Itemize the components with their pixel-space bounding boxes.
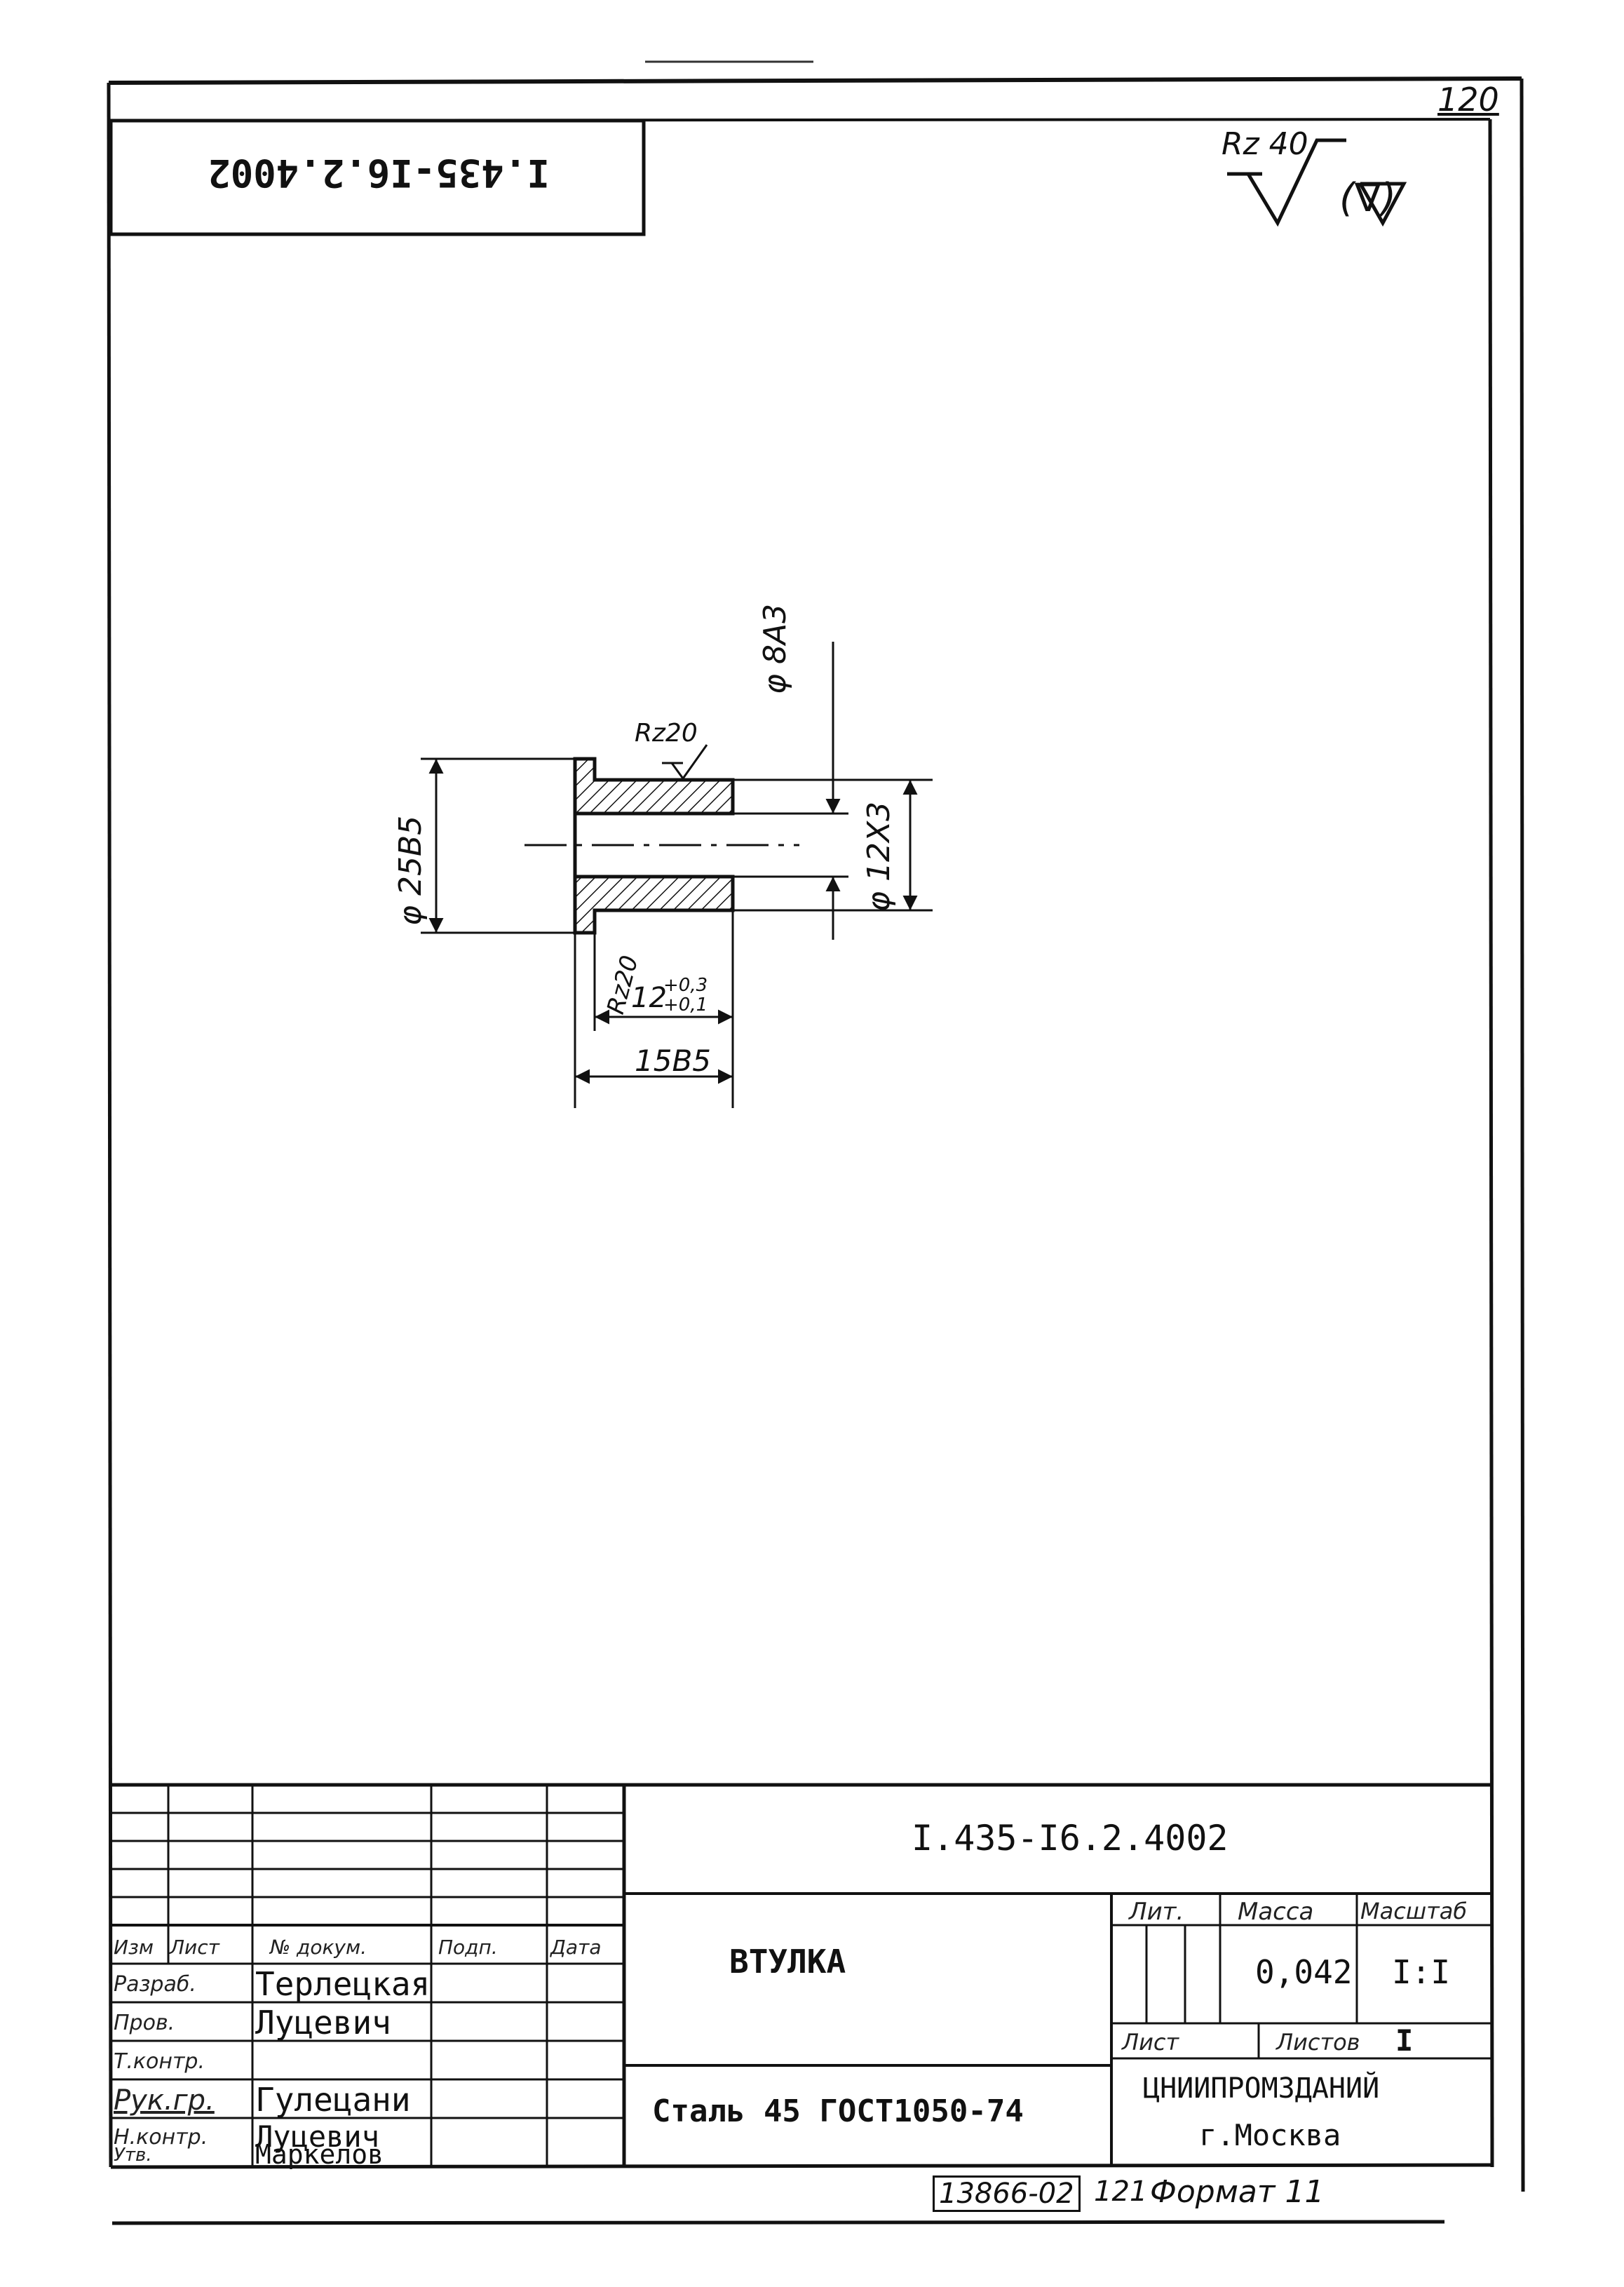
title-doc-code: I.435-I6.2.4002 [912, 1818, 1229, 1858]
name-0: Терлецкая [255, 1965, 431, 2003]
lower-wall-hatch [573, 875, 735, 935]
len-total-label: 15B5 [635, 1044, 711, 1078]
tol-lower-label: +0,1 [663, 994, 708, 1016]
mass-value: 0,042 [1255, 1953, 1353, 1991]
rotated-doc-code: I.435-I6.2.4002 [208, 151, 550, 195]
roughness-other-label: (∇) [1339, 175, 1397, 221]
roughness-other-icon [1358, 182, 1407, 227]
roughness-symbol-icon [1227, 138, 1346, 227]
hdr-sign: Подп. [438, 1936, 498, 1959]
role-2: Т.контр. [114, 2049, 205, 2074]
dim-flange-label: φ 25B5 [393, 815, 428, 926]
hdr-doc-no: № докум. [270, 1936, 367, 1959]
name-4: Луцевич [255, 2119, 380, 2154]
sheets-label: Листов [1276, 2029, 1360, 2056]
inner-frame [110, 118, 1494, 2168]
title-block-grid [111, 1783, 1492, 2167]
page-number: 120 [1437, 81, 1499, 119]
bottom-rule [111, 2220, 1445, 2225]
upper-wall-hatch [573, 757, 735, 816]
dim-len-total [574, 933, 733, 1108]
outer-frame [107, 76, 1525, 2192]
len-small-label: 12 [631, 982, 667, 1014]
rotated-code-box [109, 119, 646, 236]
hdr-izm: Изм [114, 1936, 154, 1959]
footer-inventory: 13866-02 [933, 2175, 1081, 2212]
role-1: Пров. [114, 2011, 175, 2035]
hdr-date: Дата [550, 1936, 602, 1959]
mass-label: Масса [1238, 1898, 1314, 1926]
role-5: Утв. [114, 2145, 152, 2166]
name-5: Маркелов [255, 2139, 384, 2170]
name-1: Луцевич [255, 2004, 391, 2042]
hdr-list: Лист [170, 1936, 219, 1959]
footer-seq: 121 [1094, 2175, 1148, 2208]
dim-outer [733, 778, 933, 912]
roughness-general-label: Rz 40 [1222, 126, 1308, 162]
part-section [525, 757, 799, 935]
dim-bore [733, 642, 848, 940]
part-name: ВТУЛКА [729, 1943, 846, 1981]
dim-bore-label: φ 8A3 [757, 603, 793, 694]
role-3: Рук.гр. [114, 2084, 215, 2117]
dim-len-small [593, 910, 734, 1108]
scale-label: Масштаб [1360, 1898, 1468, 1924]
role-4: Н.контр. [114, 2125, 208, 2150]
lit-label: Лит. [1129, 1898, 1184, 1926]
tol-upper-label: +0,3 [663, 975, 708, 996]
sheets-value: I [1395, 2023, 1414, 2058]
name-3: Гулецани [255, 2081, 411, 2119]
rough-top-label: Rz20 [635, 719, 698, 748]
sheet-label: Лист [1122, 2029, 1179, 2056]
dim-outer-label: φ 12X3 [861, 801, 897, 912]
scale-value: I:I [1392, 1953, 1451, 1991]
material: Сталь 45 ГОСТ1050-74 [652, 2093, 1024, 2129]
org-name: ЦНИИПРОМЗДАНИЙ [1143, 2072, 1380, 2105]
org-city: г.Москва [1199, 2118, 1341, 2152]
rough-top-icon [662, 744, 708, 781]
role-0: Разраб. [114, 1972, 196, 1997]
dim-flange [421, 757, 575, 934]
footer-format: Формат 11 [1150, 2174, 1325, 2210]
